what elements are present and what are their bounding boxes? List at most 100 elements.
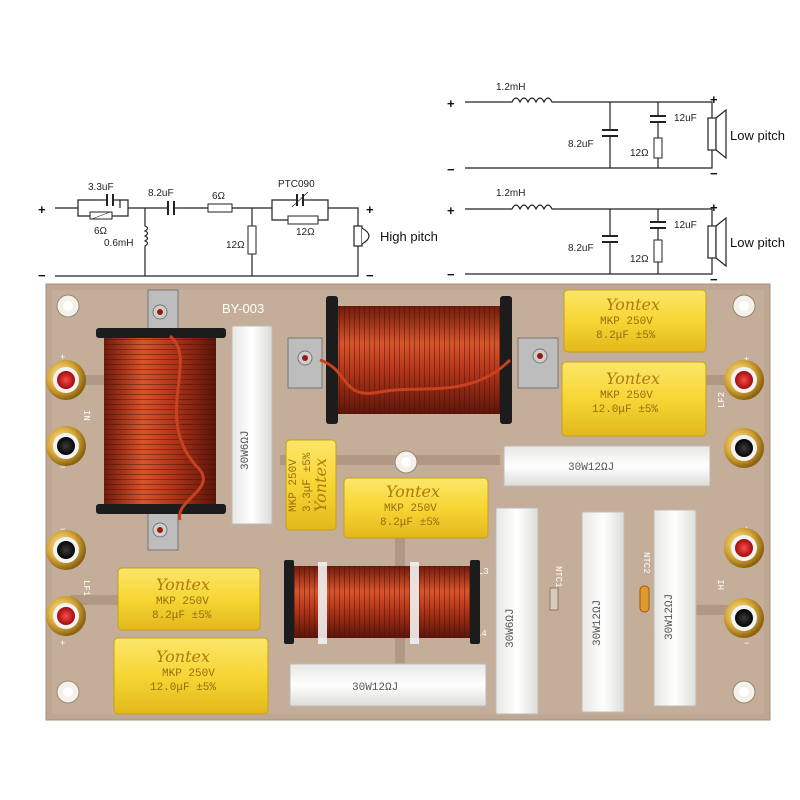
- r2-label: 6Ω: [212, 191, 226, 202]
- low-pitch-schematic-2: + − 1.2mH 8.2uF 12uF 12Ω + − Low pitch: [447, 188, 785, 287]
- high-out-minus: −: [366, 268, 374, 283]
- capacitor-small-vertical: MKP 250V 3.3μF ±5% Yontex: [285, 439, 337, 531]
- lf2-plus-mark: +: [744, 355, 749, 365]
- low1-r1-symbol: [653, 137, 663, 159]
- res-v2-label: 30W12ΩJ: [592, 600, 604, 646]
- terminal-in-plus: [46, 360, 86, 400]
- ntc1-label: NTC1: [553, 566, 563, 588]
- inductor-coil-top: [287, 296, 559, 424]
- ntc2-thermistor: NTC2: [639, 552, 651, 613]
- low2-r1-symbol: [653, 239, 663, 263]
- l3-label: L3: [478, 567, 489, 577]
- capacitor-bottom-left-1: Yontex MKP 250V 8.2μF ±5%: [117, 567, 261, 631]
- cap4-value: 8.2μF ±5%: [152, 610, 212, 622]
- in-minus-mark: −: [60, 463, 65, 473]
- res-v1-label: 30W6ΩJ: [505, 608, 517, 648]
- low1-out-plus: +: [710, 92, 718, 107]
- r4-label: 12Ω: [296, 227, 315, 238]
- tweeter-symbol: [353, 225, 363, 247]
- l4-label: L4: [476, 629, 487, 639]
- resistor-vertical-1: 30W6ΩJ: [495, 507, 539, 715]
- woofer-symbol-1: [707, 117, 717, 151]
- high-pitch-schematic: + − 3.3uF 6Ω 8.2uF 6Ω 0.6mH 12Ω: [38, 179, 438, 283]
- hi-minus-mark: −: [744, 639, 749, 649]
- lf2-minus-mark: −: [744, 463, 749, 473]
- terminal-hi-minus: [724, 598, 764, 638]
- cap2-value: 3.3μF ±5%: [302, 452, 314, 512]
- ntc2-label: NTC2: [641, 552, 651, 574]
- low2-c1-label: 8.2uF: [568, 243, 594, 254]
- cap5-rating: MKP 250V: [162, 668, 215, 680]
- res-top-right-label: 30W12ΩJ: [568, 462, 614, 474]
- cap2-brand: Yontex: [311, 458, 330, 512]
- terminal-hi-plus: [724, 528, 764, 568]
- low2-l1-label: 1.2mH: [496, 188, 525, 199]
- ptc-label: PTC090: [278, 179, 315, 190]
- low1-plus-sign: +: [447, 96, 455, 111]
- low1-pitch-label: Low pitch: [730, 128, 785, 143]
- terminal-lf1-minus: [46, 530, 86, 570]
- cap1-rating: MKP 250V: [600, 390, 653, 402]
- cap2-rating: MKP 250V: [288, 459, 300, 512]
- low2-out-plus: +: [710, 200, 718, 215]
- inductor-coil-bottom: [284, 560, 480, 644]
- in-plus-mark: +: [60, 353, 65, 363]
- lf2-label: LF2: [717, 392, 727, 408]
- r2-resistor-symbol: [207, 203, 233, 213]
- low1-minus-sign: −: [447, 162, 455, 177]
- high-minus-sign: −: [38, 268, 46, 283]
- crossover-pcb: BY-003 IN LF1 LF2 HI + − − + + − + − L3 …: [45, 283, 771, 721]
- r3-resistor-symbol: [247, 225, 257, 255]
- terminal-lf2-minus: [724, 428, 764, 468]
- low2-plus-sign: +: [447, 203, 455, 218]
- low1-out-minus: −: [710, 166, 718, 181]
- lf1-label: LF1: [81, 580, 91, 596]
- res-vert-left-label: 30W6ΩJ: [240, 430, 252, 470]
- cap4-brand: Yontex: [156, 575, 210, 594]
- low1-c2-label: 12uF: [674, 113, 697, 124]
- resistor-vertical-left: 30W6ΩJ: [231, 325, 273, 525]
- low2-out-minus: −: [710, 272, 718, 287]
- low2-r1-label: 12Ω: [630, 254, 649, 265]
- cap5-brand: Yontex: [156, 647, 210, 666]
- l1-label: 0.6mH: [104, 238, 133, 249]
- low2-minus-sign: −: [447, 267, 455, 282]
- resistor-vertical-3: 30W12ΩJ: [653, 509, 697, 707]
- cap3-value: 8.2μF ±5%: [380, 517, 440, 529]
- cap1-brand: Yontex: [606, 369, 660, 388]
- low-pitch-schematic-1: + − 1.2mH 8.2uF 12uF 12Ω + − Low pitch: [447, 82, 785, 181]
- hi-label: HI: [717, 579, 727, 590]
- cap0-value: 8.2μF ±5%: [596, 330, 656, 342]
- cap5-value: 12.0μF ±5%: [150, 682, 216, 694]
- c1-label: 3.3uF: [88, 182, 114, 193]
- c2-label: 8.2uF: [148, 188, 174, 199]
- capacitor-center: Yontex MKP 250V 8.2μF ±5%: [343, 477, 489, 539]
- mounting-holes: [56, 294, 756, 704]
- r4-resistor-symbol: [287, 215, 319, 225]
- res-bottom-label: 30W12ΩJ: [352, 682, 398, 694]
- high-out-plus: +: [366, 202, 374, 217]
- terminal-lf1-plus: [46, 596, 86, 636]
- high-pitch-label: High pitch: [380, 229, 438, 244]
- terminal-lf2-plus: [724, 360, 764, 400]
- resistor-vertical-2: 30W12ΩJ: [581, 511, 625, 713]
- cap0-rating: MKP 250V: [600, 316, 653, 328]
- high-plus-sign: +: [38, 202, 46, 217]
- low1-l1-label: 1.2mH: [496, 82, 525, 93]
- resistor-horizontal-top-right: 30W12ΩJ: [503, 445, 711, 487]
- inductor-coil-left: [96, 289, 226, 551]
- capacitor-top-right-1: Yontex MKP 250V 8.2μF ±5%: [563, 289, 707, 353]
- board-model-label: BY-003: [222, 301, 264, 316]
- low1-c1-label: 8.2uF: [568, 139, 594, 150]
- resistor-horizontal-bottom: 30W12ΩJ: [289, 663, 487, 707]
- lf1-minus-mark: −: [60, 525, 65, 535]
- res-v3-label: 30W12ΩJ: [664, 594, 676, 640]
- cap3-rating: MKP 250V: [384, 503, 437, 515]
- ntc1-thermistor: NTC1: [549, 566, 563, 611]
- low1-r1-label: 12Ω: [630, 148, 649, 159]
- capacitor-bottom-left-2: Yontex MKP 250V 12.0μF ±5%: [113, 637, 269, 715]
- low2-pitch-label: Low pitch: [730, 235, 785, 250]
- cap3-brand: Yontex: [386, 482, 440, 501]
- lf1-plus-mark: +: [60, 639, 65, 649]
